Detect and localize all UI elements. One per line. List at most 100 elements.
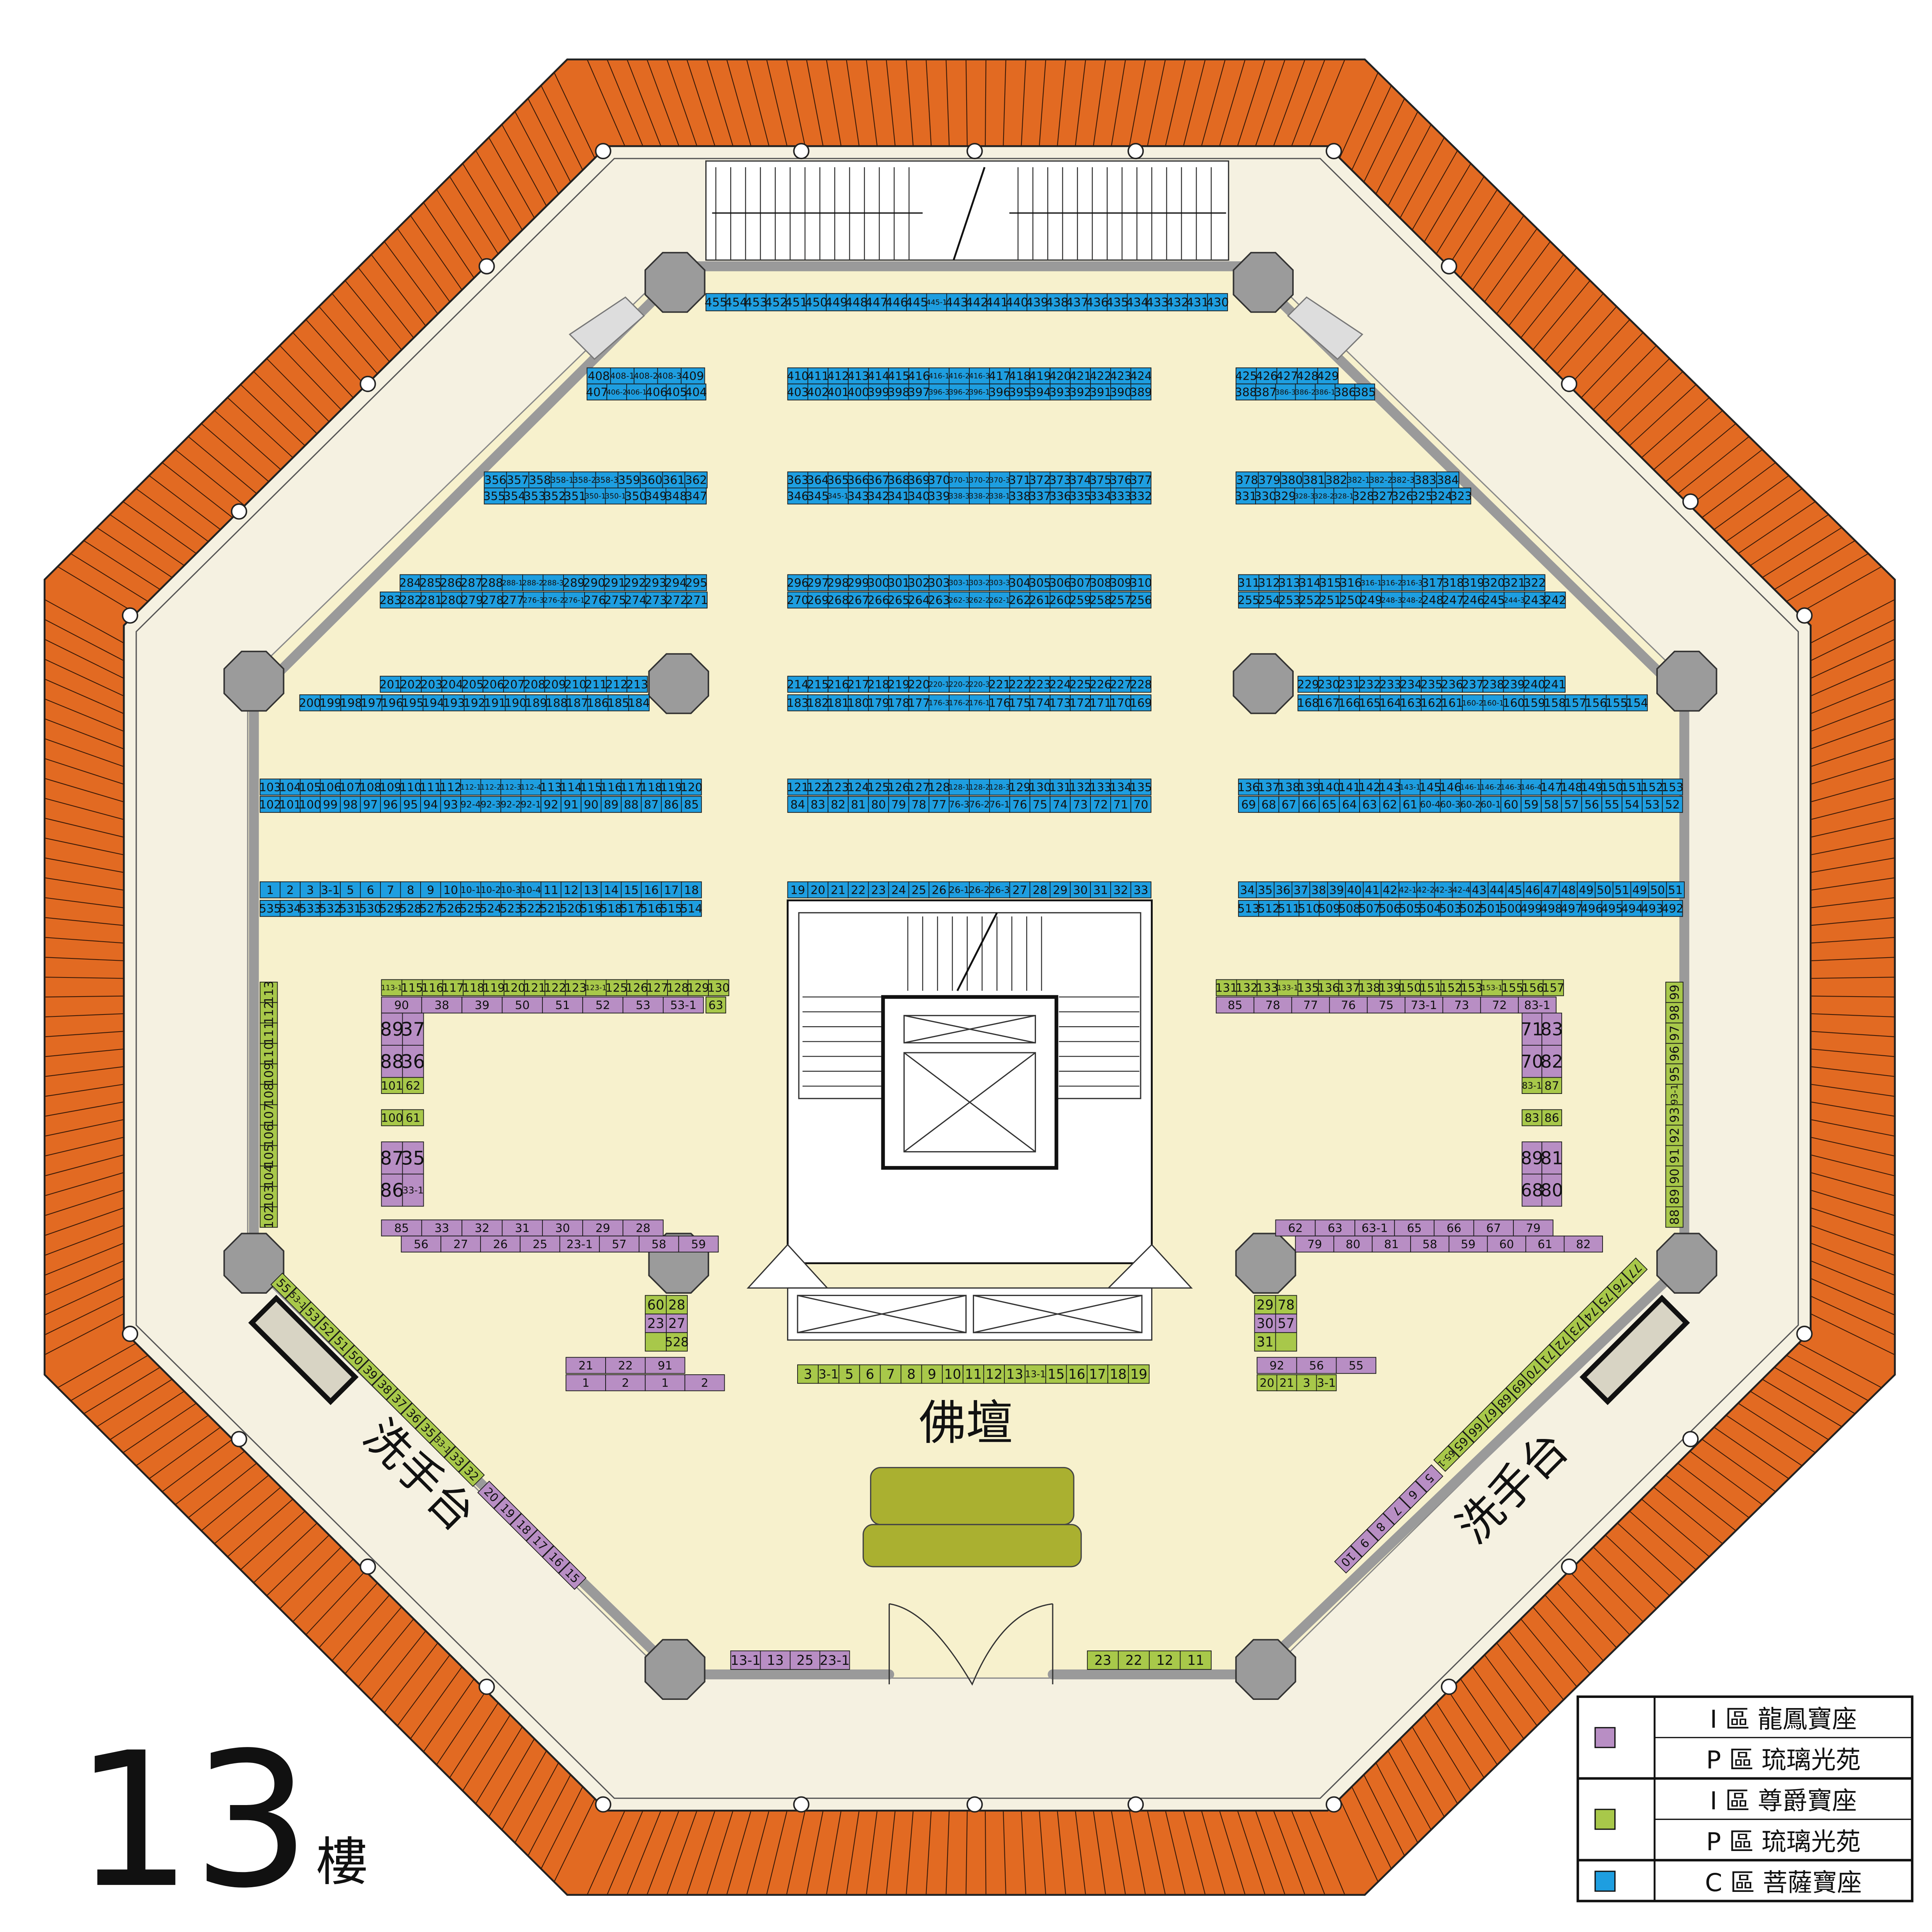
seat-label: 396-3 [928,388,949,396]
seat-cell [949,383,970,401]
roof-tile-line [292,332,354,398]
pillar [1656,1233,1717,1294]
seat-label: 76-2 [969,800,990,810]
seat-label: 136 [1238,780,1260,794]
seat-label: 143-1 [1400,783,1421,791]
roof-tile-line [1569,1571,1630,1635]
seat-cell [625,592,646,609]
roof-tile-line [44,619,124,661]
roof-tile-line [1460,202,1511,278]
seat-label: 255 [1238,594,1260,607]
seat-cell [989,367,1010,384]
seat-cell [661,881,682,898]
seat-label: 358-1 [551,475,574,484]
seat-label: 112 [262,1001,276,1024]
legend-swatch-purple [1594,1727,1616,1748]
seat-label: 534 [279,902,301,916]
seat-label: 362 [685,474,707,487]
seat-label: 526 [440,902,462,916]
roof-tile-line [1714,1427,1789,1479]
seat-label: 197 [361,696,383,710]
seat-cell [1009,694,1030,712]
seat-label: 38 [435,999,449,1012]
roof-tile-line [1810,678,1895,714]
seat-label: 3 [306,883,314,897]
seat-cell [888,383,909,401]
altar-cabinet [797,1294,967,1333]
roof-tile-line [965,59,968,146]
seat-cell [340,778,361,796]
seat-cell [868,676,889,693]
roof-tile-line [1617,1523,1683,1583]
seat-cell [684,471,708,488]
seat-cell [1087,293,1108,312]
seat-cell [624,574,646,591]
seat-label: 86 [380,1180,404,1201]
seat-cell [1029,796,1051,813]
seat-label: 382-2 [1369,475,1392,484]
seat-cell [969,796,990,813]
seat-label: 78 [1265,999,1280,1012]
roof-tile-line [44,837,124,856]
railing-post [1561,1558,1578,1575]
seat-cell [1090,383,1111,401]
seat-cell [928,471,950,488]
seat-label: 516 [640,902,662,916]
seat-label: 276 [584,594,606,607]
roof-tile-line [1472,1666,1524,1739]
seat-label: 428 [1296,370,1319,383]
seat-label: 317 [1421,576,1444,590]
roof-tile-line [1810,1066,1895,1077]
seat-cell [1335,383,1356,401]
railing-post [1127,1796,1144,1813]
seat-label: 524 [480,902,502,916]
seat-label: 78 [912,798,926,812]
railing-post [1561,375,1578,392]
seat-label: 22 [851,883,866,897]
seat-label: 3 [804,1367,812,1382]
seat-label: 498 [1540,902,1562,916]
seat-label: 416-2 [949,372,970,380]
railing-post [1682,1431,1699,1448]
seat-label: 532 [319,902,342,916]
seat-label: 215 [807,678,829,691]
seat-cell [480,900,501,917]
seat-label: 105 [262,1144,276,1167]
seat-label: 345 [807,490,829,503]
seat-label: 301 [888,576,910,590]
seat-cell [1523,676,1545,693]
seat-label: 13 [767,1653,784,1668]
roof-tile-line [606,1810,643,1895]
seat-label: 398 [888,386,910,399]
seat-label: 50 [515,999,530,1012]
seat-label: 63 [1328,1222,1342,1235]
roof-tile-line [1810,1278,1895,1316]
seat-cell [745,293,767,312]
legend-swatch-green [1594,1809,1616,1830]
seat-label: 50 [1650,883,1665,897]
seat-label: 440 [1006,296,1028,310]
seat-label: 2 [701,1376,708,1390]
roof-tile-line [1629,384,1696,446]
seat-label: 504 [1419,902,1441,916]
seat-label: 155 [1501,981,1523,995]
seat-cell [1110,488,1131,505]
seat-cell [787,796,808,813]
seat-cell [848,796,869,813]
roof-tile-line [1726,1415,1803,1466]
seat-label: 399 [867,386,889,399]
seat-cell [566,694,588,712]
seat-label: 6 [367,883,374,897]
seat-label: 27 [668,1316,685,1331]
seat-label: 224 [1049,678,1071,691]
seat-label: 512 [1257,902,1280,916]
seat-label: 314 [1299,576,1321,590]
seat-label: 501 [1480,902,1502,916]
seat-label: 39 [1329,883,1344,897]
roof-tile-line [1291,1810,1326,1895]
railing-post [1796,1326,1813,1342]
seat-cell [848,488,869,505]
seat-cell [503,676,525,693]
seat-cell [685,383,706,401]
